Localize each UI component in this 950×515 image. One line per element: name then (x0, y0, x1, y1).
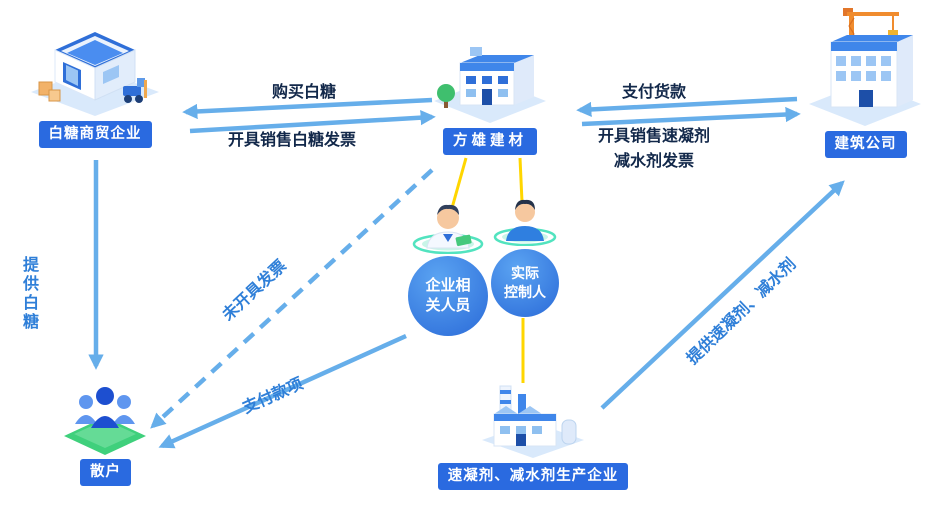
building-crane-icon (809, 8, 921, 126)
provide-accel-arrow (600, 180, 845, 410)
controller-avatar-icon (493, 199, 557, 246)
pay-goods-arrow (576, 96, 798, 118)
related-person-line2: 关人员 (425, 297, 471, 314)
provide-sugar-label: 提供白糖 (20, 256, 37, 332)
controller-node: 实际 控制人 (490, 190, 560, 317)
sugar-invoice-label: 开具销售白糖发票 (228, 132, 357, 149)
retail-node: 散户 (58, 372, 153, 486)
warehouse-icon (31, 32, 159, 116)
producer-label: 速凝剂、减水剂生产企业 (437, 463, 629, 490)
people-group-icon (64, 387, 146, 455)
no-invoice-label: 未开具发票 (219, 257, 290, 325)
pay-amount-label: 支付款项 (240, 375, 306, 418)
accel-invoice-label: 开具销售速凝剂 减水剂发票 (588, 124, 720, 174)
accel-invoice-arrow (581, 106, 801, 127)
provide-accel-label: 提供速凝剂、减水剂 (684, 255, 800, 368)
controller-line1: 实际 (511, 265, 539, 281)
related-person-circle: 企业相 关人员 (408, 256, 488, 336)
fangxiong-label: 方雄建材 (443, 128, 537, 155)
clerk-avatar-icon (412, 204, 484, 254)
construction-label: 建筑公司 (824, 131, 907, 158)
sugar-trader-node: 白糖商贸企业 (20, 20, 170, 148)
producer-node: 速凝剂、减水剂生产企业 (428, 380, 638, 490)
accel-invoice-line1: 开具销售速凝剂 (597, 128, 710, 145)
retail-label: 散户 (80, 459, 131, 486)
construction-node: 建筑公司 (798, 6, 933, 158)
factory-icon (481, 385, 584, 458)
accel-invoice-line2: 减水剂发票 (613, 153, 694, 170)
controller-circle: 实际 控制人 (491, 249, 559, 317)
office-building-icon (434, 47, 546, 123)
pay-goods-label: 支付货款 (622, 84, 687, 101)
sugar-trader-label: 白糖商贸企业 (38, 121, 152, 148)
related-person-line1: 企业相 (425, 277, 471, 294)
fangxiong-node: 方雄建材 (430, 33, 550, 155)
related-person-node: 企业相 关人员 (408, 192, 488, 336)
buy-sugar-label: 购买白糖 (272, 84, 337, 101)
controller-line2: 控制人 (504, 284, 546, 300)
